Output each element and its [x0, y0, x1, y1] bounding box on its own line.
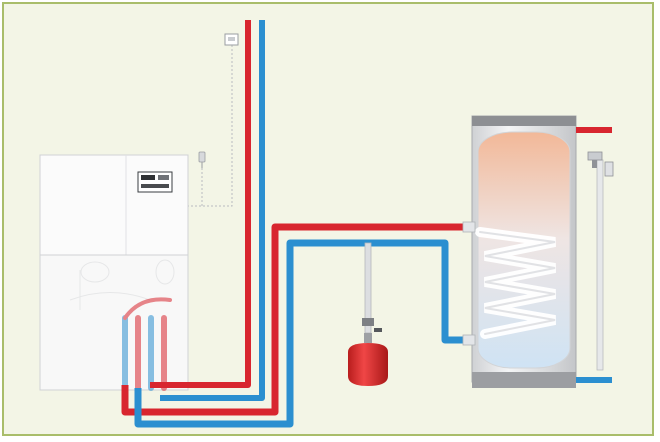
dhw-return-pipe — [134, 239, 465, 428]
heating-return-pipe — [160, 20, 265, 401]
heating-circuit-pipes — [150, 20, 265, 401]
dhw-circuit-pipes — [121, 223, 465, 428]
boiler-control-panel — [137, 171, 173, 193]
expansion-vessel-icon — [348, 242, 388, 386]
boiler-internal-pipes — [122, 297, 172, 391]
heat-exchanger-coil — [475, 227, 556, 339]
hot-water-tap-icon — [587, 151, 614, 371]
control-wiring — [186, 45, 233, 207]
dhw-flow-pipe — [121, 223, 465, 416]
temperature-sensor-icon — [198, 151, 206, 168]
room-thermostat-icon — [224, 33, 239, 46]
heating-flow-pipe — [150, 20, 251, 388]
hot-water-tank — [462, 115, 577, 388]
